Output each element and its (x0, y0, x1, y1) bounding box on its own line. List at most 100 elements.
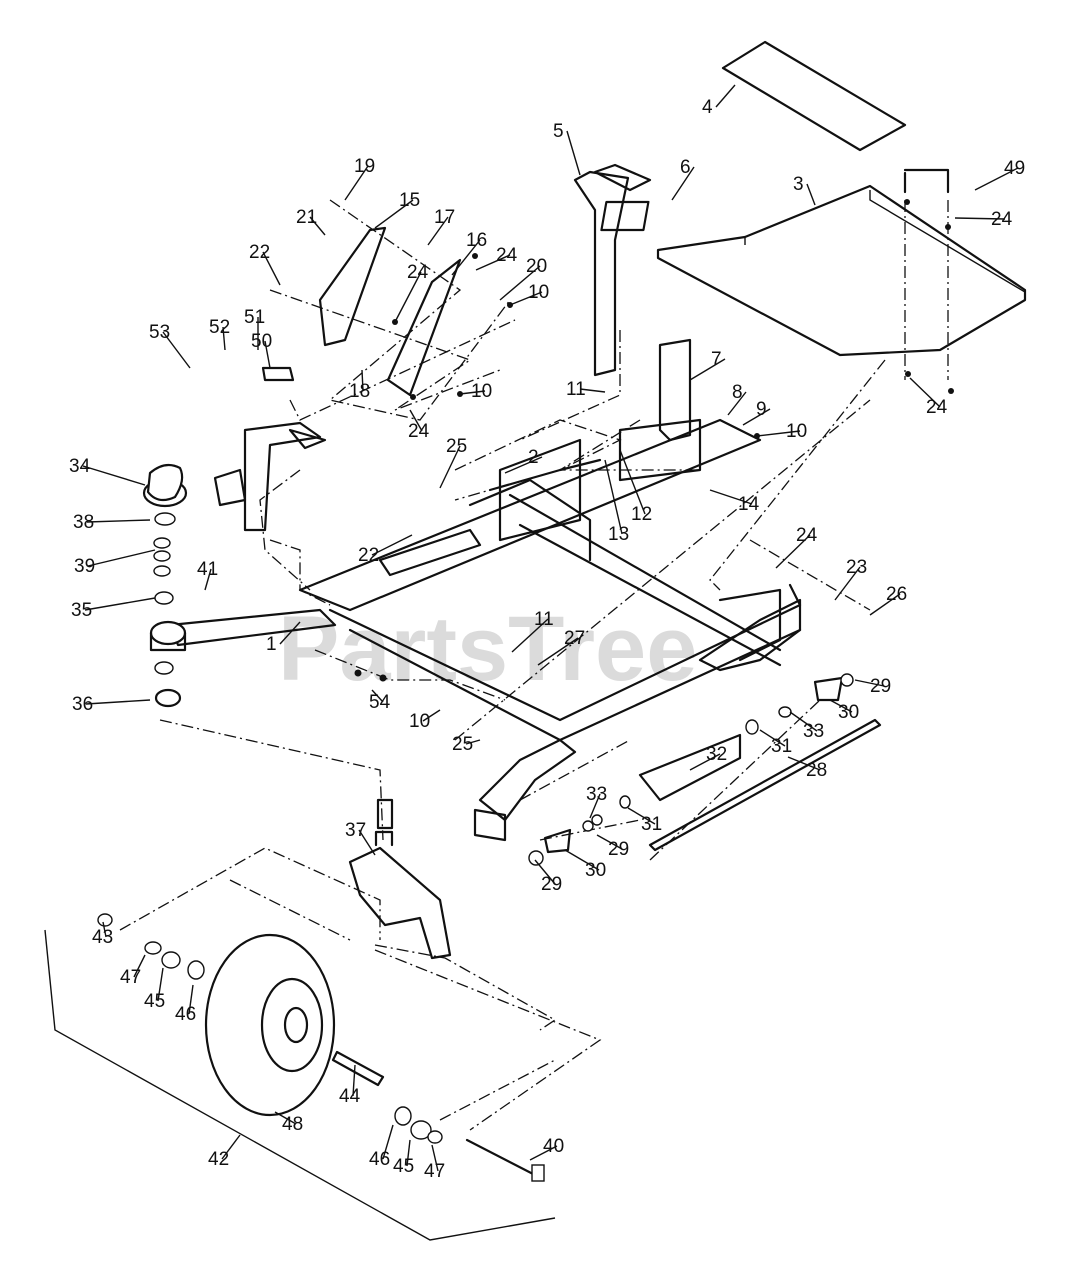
callout-leader-c22a (262, 251, 281, 286)
callout-leader-c31a (759, 729, 786, 747)
callout-leader-c46b (382, 1124, 394, 1160)
callout-leader-c24a (394, 271, 422, 323)
callout-leader-c35 (84, 597, 156, 611)
callout-label-c23: 23 (846, 557, 867, 578)
callout-label-c8: 8 (732, 382, 743, 403)
callout-leader-c10c (756, 430, 801, 437)
callout-label-c29b: 29 (608, 839, 629, 860)
callout-label-c47a: 47 (120, 967, 141, 988)
callout-label-c28: 28 (806, 760, 827, 781)
callout-leader-c4 (715, 84, 736, 108)
callout-label-c24b: 24 (496, 245, 518, 266)
callout-label-c10d: 10 (409, 711, 430, 732)
callout-leader-c42 (221, 1134, 241, 1160)
caster-axle (331, 1050, 385, 1087)
caster-stem (376, 798, 394, 830)
callout-label-c29a: 29 (870, 676, 891, 697)
callout-leader-c11a (579, 388, 606, 393)
caster-fork (348, 830, 452, 960)
watermark: PartsTree (278, 598, 697, 700)
callout-label-c21: 21 (296, 207, 317, 228)
callout-label-c22b: 22 (358, 545, 379, 566)
callout-label-c42: 42 (208, 1149, 229, 1170)
callout-label-c25a: 25 (446, 436, 467, 457)
callout-leader-c10d (422, 709, 441, 722)
callouts-layer: 1234567891010101011111213141516171819202… (69, 84, 1025, 1182)
callout-leader-c7 (689, 358, 726, 381)
callout-label-c24a: 24 (407, 262, 429, 283)
callout-leader-c29a (854, 679, 885, 687)
callout-leader-c15 (374, 199, 414, 229)
callout-label-c22a: 22 (249, 242, 270, 263)
callout-leader-c19 (344, 165, 369, 201)
callout-leader-c12 (619, 449, 646, 515)
callout-label-c45a: 45 (144, 991, 165, 1012)
callout-label-c13: 13 (608, 524, 629, 545)
floor-mat (721, 40, 907, 152)
callout-label-c15: 15 (399, 190, 420, 211)
callout-label-c10b: 10 (471, 381, 492, 402)
callout-label-c33a: 33 (803, 721, 824, 742)
callout-leader-c29b (596, 834, 623, 850)
callout-leader-c28 (787, 756, 821, 771)
callout-leader-c25b (465, 739, 481, 745)
seat-adjust-plate-right (386, 258, 462, 397)
callout-label-c36: 36 (72, 694, 93, 715)
callout-leader-c50 (264, 340, 271, 369)
callout-label-c9: 9 (756, 399, 767, 420)
callout-label-c24f: 24 (926, 397, 948, 418)
pedal-pivot-bracket (658, 338, 692, 442)
callout-leader-c30b (564, 849, 600, 871)
decal (261, 366, 295, 382)
callout-leader-c34 (82, 465, 146, 486)
callout-label-c34: 34 (69, 456, 91, 477)
callout-leader-c24b (475, 254, 511, 271)
callout-leader-c9 (742, 408, 771, 426)
callout-label-c1: 1 (266, 634, 277, 655)
callout-label-c19: 19 (354, 156, 375, 177)
callout-label-c5: 5 (553, 121, 564, 142)
callout-label-c33b: 33 (586, 784, 607, 805)
callout-label-c25b: 25 (452, 734, 473, 755)
callout-leader-c24f (909, 377, 941, 408)
callout-leader-c10a (509, 291, 543, 306)
callout-leader-c11b (511, 618, 549, 653)
callout-label-c53: 53 (149, 322, 170, 343)
foot-pedal-arm (573, 163, 652, 377)
callout-label-c24c: 24 (408, 421, 430, 442)
callout-leader-c53 (162, 331, 191, 369)
callout-leader-c41 (204, 568, 212, 591)
callout-label-c18: 18 (349, 381, 370, 402)
callout-label-c46b: 46 (369, 1149, 390, 1170)
callout-leader-c2 (504, 456, 543, 474)
rear-handle-pin (903, 168, 950, 194)
callout-label-c6: 6 (680, 157, 691, 178)
callout-leader-c17 (427, 216, 449, 246)
callout-leader-c3 (806, 183, 816, 206)
callout-leader-c33a (789, 711, 818, 732)
spring-hardware (528, 673, 854, 866)
cross-tube (378, 528, 482, 577)
callout-label-c41: 41 (197, 559, 218, 580)
callout-label-c54: 54 (369, 692, 391, 713)
callout-leader-c18 (361, 369, 364, 392)
callout-leader-c48 (274, 1111, 297, 1125)
callout-leader-c40 (529, 1145, 558, 1161)
callout-leader-c10b (459, 390, 486, 395)
seat-bracket (213, 421, 327, 532)
callout-label-c2: 2 (528, 447, 539, 468)
callout-label-c10a: 10 (528, 282, 549, 303)
callout-label-c44: 44 (339, 1086, 361, 1107)
callout-label-c30b: 30 (585, 860, 606, 881)
callout-leader-c26 (869, 593, 901, 616)
callout-leader-c27 (537, 637, 579, 666)
callout-label-c45b: 45 (393, 1156, 414, 1177)
callout-label-c37: 37 (345, 820, 366, 841)
callout-label-c24d: 24 (796, 525, 818, 546)
callout-leader-c45a (157, 967, 164, 1002)
callout-leader-c37 (358, 829, 376, 856)
callout-leader-c39 (87, 549, 156, 567)
callout-label-c11b: 11 (534, 609, 554, 630)
callout-label-c30a: 30 (838, 702, 859, 723)
